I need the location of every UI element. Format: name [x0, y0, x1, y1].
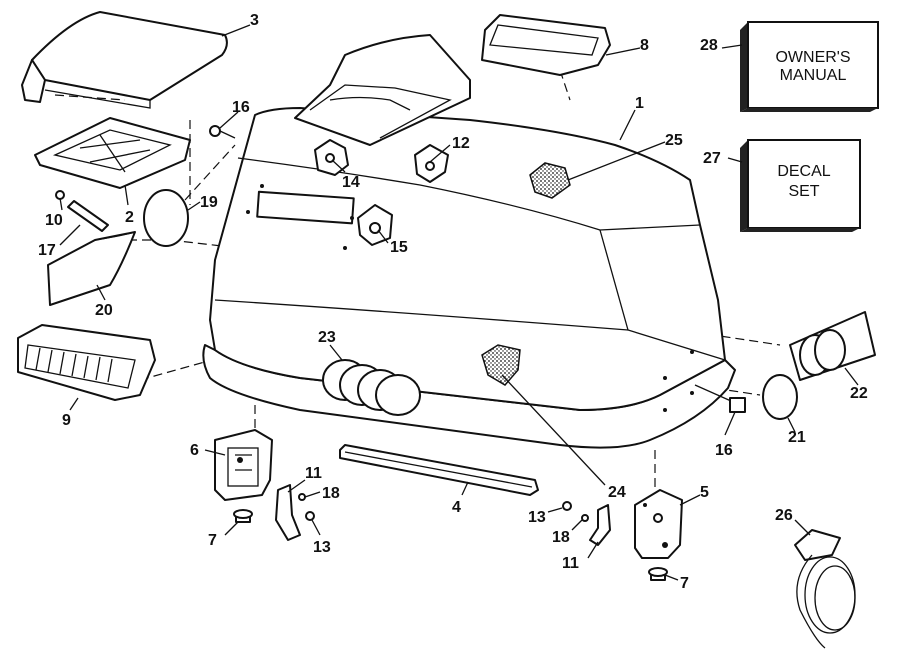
- bracket-11b: [589, 504, 611, 546]
- washer-18a: [298, 493, 306, 501]
- owners-manual-line1: OWNER'S: [775, 49, 850, 66]
- callout-17: 17: [38, 242, 56, 259]
- rear-grille: [481, 14, 611, 76]
- owners-manual-box: OWNER'S MANUAL: [740, 21, 879, 112]
- cable-26: [794, 529, 856, 649]
- callout-13a: 13: [313, 539, 331, 556]
- engine-cover: [202, 34, 736, 449]
- discs-23: [322, 359, 421, 416]
- callout-9: 9: [62, 412, 71, 429]
- callout-22: 22: [850, 385, 868, 402]
- callout-7b: 7: [680, 575, 689, 592]
- callout-19: 19: [200, 194, 218, 211]
- top-cap: [21, 11, 228, 109]
- callout-28: 28: [700, 37, 718, 54]
- front-grille: [17, 324, 156, 401]
- callout-25: 25: [665, 132, 683, 149]
- callout-11a: 11: [305, 465, 322, 482]
- callout-8: 8: [640, 37, 649, 54]
- screw-13b: [562, 501, 572, 511]
- leader-lines: [59, 24, 859, 581]
- callout-3: 3: [250, 12, 259, 29]
- clip-14: [314, 139, 349, 176]
- callout-6: 6: [190, 442, 199, 459]
- decal-set-line2: SET: [788, 183, 819, 200]
- decal-set-line1: DECAL: [777, 163, 830, 180]
- bolt-16-side: [694, 384, 746, 413]
- round-seal-19: [143, 189, 189, 247]
- decal-patch-24: [481, 344, 521, 386]
- callout-24: 24: [608, 484, 626, 501]
- callout-26: 26: [775, 507, 793, 524]
- callout-7a: 7: [208, 532, 217, 549]
- rubber-strip-4: [339, 444, 539, 496]
- round-seal-21: [762, 374, 798, 420]
- callout-numbers: 3 8 28 1 16 25 27 12 14 10 2 19 17 15 20…: [38, 12, 868, 592]
- callout-11b: 11: [562, 555, 579, 572]
- callout-18b: 18: [552, 529, 570, 546]
- latch-plate-5: [634, 489, 683, 559]
- screw-16-top: [209, 125, 236, 139]
- callout-12: 12: [452, 135, 470, 152]
- grommet-7b: [648, 567, 668, 581]
- callout-5: 5: [700, 484, 709, 501]
- callout-4: 4: [452, 499, 461, 516]
- callout-15: 15: [390, 239, 408, 256]
- grommet-7a: [233, 509, 253, 523]
- callout-1: 1: [635, 95, 644, 112]
- callout-20: 20: [95, 302, 113, 319]
- callout-13b: 13: [528, 509, 546, 526]
- callout-2: 2: [125, 209, 134, 226]
- washer-18b: [581, 514, 589, 522]
- callout-14: 14: [342, 174, 360, 191]
- screw-10: [55, 190, 65, 200]
- callout-27: 27: [703, 150, 721, 167]
- baffle-sheet-20: [47, 231, 136, 306]
- bracket-11a: [275, 484, 301, 541]
- owners-manual-line2: MANUAL: [780, 67, 847, 84]
- clip-15: [357, 204, 393, 246]
- decal-set-box: DECAL SET: [740, 139, 861, 232]
- pin-17: [67, 200, 109, 232]
- latch-bracket-6: [214, 429, 273, 501]
- side-seal-22: [789, 311, 876, 381]
- grille-plate: [34, 117, 191, 189]
- callout-18a: 18: [322, 485, 340, 502]
- screw-13a: [305, 511, 315, 521]
- decal-patch-25: [529, 162, 571, 199]
- callout-10: 10: [45, 212, 63, 229]
- callout-23: 23: [318, 329, 336, 346]
- callout-21: 21: [788, 429, 806, 446]
- callout-16-side: 16: [715, 442, 733, 459]
- callout-16-top: 16: [232, 99, 250, 116]
